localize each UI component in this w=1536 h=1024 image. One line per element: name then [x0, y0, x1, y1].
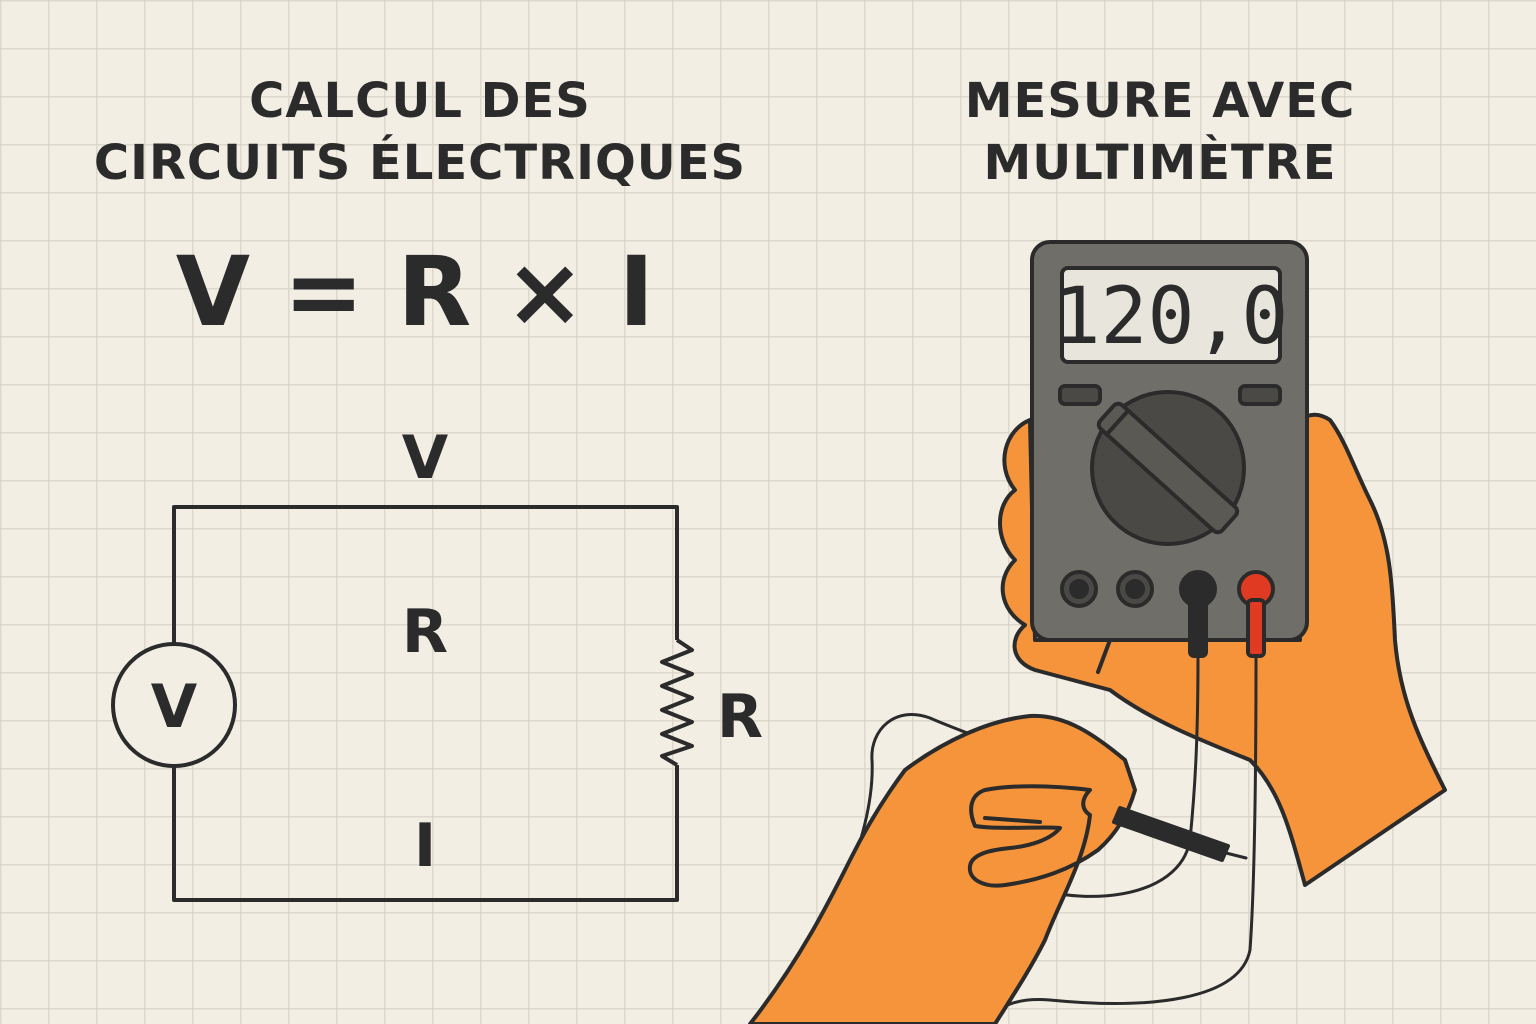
- circuit-wire-top: [172, 505, 679, 643]
- right-title-line2: MULTIMÈTRE: [983, 135, 1337, 191]
- multimeter-illustration: [748, 240, 1447, 1024]
- dial-pointer: [1096, 401, 1240, 535]
- voltmeter-circle: [111, 642, 237, 768]
- multimeter-screen: [1060, 266, 1282, 364]
- voltmeter-symbol: V: [151, 672, 198, 742]
- left-title-line1: CALCUL DES: [249, 73, 591, 129]
- left-hand: [748, 713, 1137, 1024]
- multimeter-display-value: 120,0: [1054, 272, 1289, 362]
- black-probe-plug: [1188, 598, 1208, 658]
- circuit-wire-bottom: [172, 765, 679, 902]
- resistor-zigzag: [660, 638, 694, 767]
- left-title: CALCUL DES CIRCUITS ÉLECTRIQUES: [40, 70, 800, 194]
- right-hand: [998, 412, 1447, 887]
- hand-crease: [1096, 638, 1112, 674]
- right-title: MESURE AVEC MULTIMÈTRE: [900, 70, 1420, 194]
- jack-port-2-inner: [1125, 579, 1145, 599]
- jack-port-1-inner: [1069, 579, 1089, 599]
- ohms-law-formula: V = R × I: [175, 236, 655, 348]
- circuit-label-middle: R: [402, 597, 448, 667]
- left-title-line2: CIRCUITS ÉLECTRIQUES: [93, 135, 747, 191]
- circuit-label-bottom: I: [414, 811, 436, 881]
- left-function-button[interactable]: [1058, 384, 1102, 406]
- resistor-label: R: [717, 682, 763, 752]
- circuit-diagram: [111, 505, 694, 902]
- right-function-button[interactable]: [1238, 384, 1282, 406]
- finger-crease: [983, 816, 1042, 824]
- circuit-label-top: V: [402, 423, 449, 493]
- test-probe: [1112, 806, 1248, 862]
- right-title-line1: MESURE AVEC: [964, 73, 1356, 129]
- red-probe-plug: [1246, 598, 1266, 658]
